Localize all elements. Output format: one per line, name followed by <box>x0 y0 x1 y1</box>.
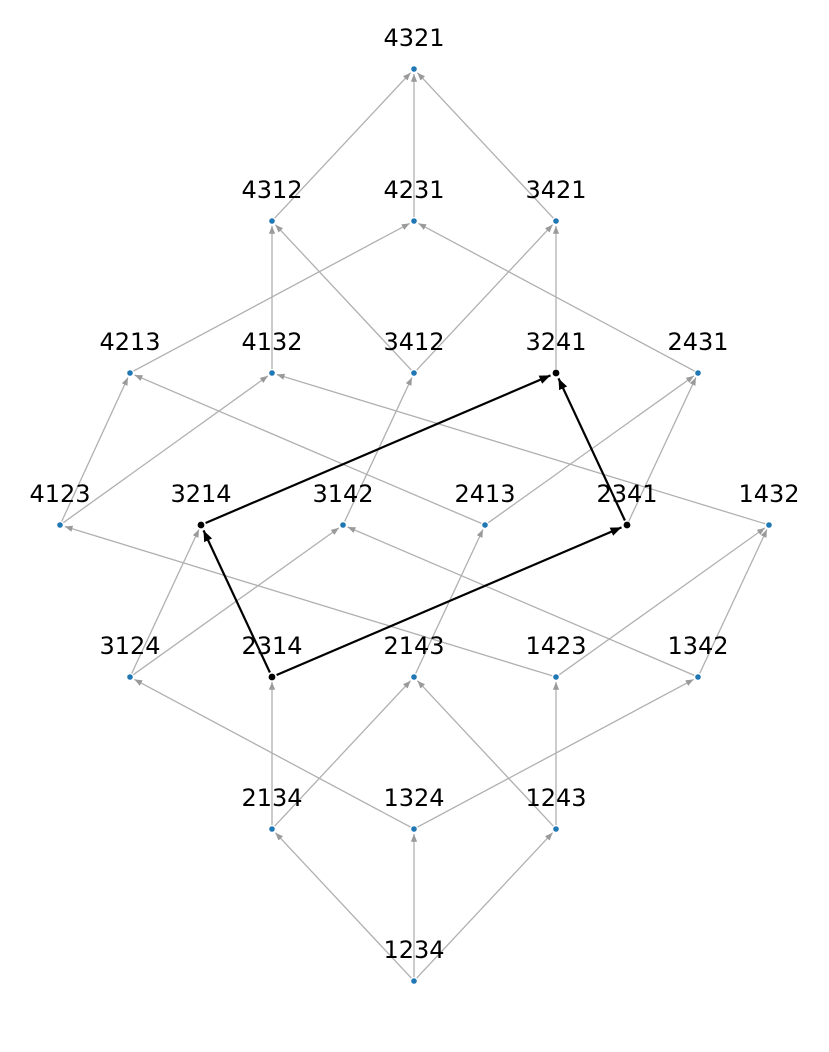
node-4213 <box>127 370 133 376</box>
node-label-4321: 4321 <box>383 24 444 52</box>
edge-3124-3214 <box>131 529 200 674</box>
node-2341 <box>623 521 631 529</box>
node-label-3412: 3412 <box>383 328 444 356</box>
node-2413 <box>482 522 488 528</box>
edge-1342-1432 <box>699 529 768 674</box>
node-label-1243: 1243 <box>525 784 586 812</box>
node-label-1234: 1234 <box>383 936 444 964</box>
edge-4123-4132 <box>62 375 269 524</box>
node-label-2143: 2143 <box>383 632 444 660</box>
node-1324 <box>411 826 417 832</box>
edge-4312-4321 <box>274 72 412 219</box>
node-label-1342: 1342 <box>667 632 728 660</box>
highlighted-edge-2341-3241 <box>557 377 626 521</box>
node-label-4123: 4123 <box>29 480 90 508</box>
node-4312 <box>269 218 275 224</box>
edge-1243-2143 <box>416 680 554 827</box>
edge-2413-4213 <box>134 374 482 524</box>
node-1234 <box>411 978 417 984</box>
node-label-1423: 1423 <box>525 632 586 660</box>
edge-4123-4213 <box>61 377 129 522</box>
node-3142 <box>340 522 346 528</box>
node-label-2431: 2431 <box>667 328 728 356</box>
edge-1234-2134 <box>274 832 412 979</box>
node-1342 <box>695 674 701 680</box>
node-label-1432: 1432 <box>738 480 799 508</box>
node-1432 <box>766 522 772 528</box>
labels-layer: 4321 4312 4231 3421 4213 4132 3412 3241 2431 4123… <box>29 24 799 964</box>
node-label-4231: 4231 <box>383 176 444 204</box>
highlighted-edge-3214-3241 <box>205 374 551 525</box>
node-label-4213: 4213 <box>99 328 160 356</box>
node-label-2341: 2341 <box>596 480 657 508</box>
edge-1423-4123 <box>64 525 553 677</box>
node-4321 <box>411 66 417 72</box>
node-2431 <box>695 370 701 376</box>
node-label-2413: 2413 <box>454 480 515 508</box>
node-label-4132: 4132 <box>241 328 302 356</box>
edge-2431-4231 <box>418 222 695 372</box>
node-3241 <box>552 369 560 377</box>
edge-1423-1432 <box>558 527 766 676</box>
node-label-3241: 3241 <box>525 328 586 356</box>
node-3124 <box>127 674 133 680</box>
nodes-layer <box>57 66 772 984</box>
node-4132 <box>269 370 275 376</box>
node-label-1324: 1324 <box>383 784 444 812</box>
node-label-3421: 3421 <box>525 176 586 204</box>
node-4123 <box>57 522 63 528</box>
edge-1342-3142 <box>347 526 695 676</box>
node-1423 <box>553 674 559 680</box>
highlighted-edge-2314-3214 <box>202 529 271 673</box>
edge-3412-3421 <box>416 224 554 371</box>
node-2314 <box>268 673 276 681</box>
edge-3421-4321 <box>416 72 554 219</box>
node-label-2134: 2134 <box>241 784 302 812</box>
node-1243 <box>553 826 559 832</box>
node-2134 <box>269 826 275 832</box>
node-label-3142: 3142 <box>312 480 373 508</box>
node-3214 <box>197 521 205 529</box>
node-label-3124: 3124 <box>99 632 160 660</box>
node-4231 <box>411 218 417 224</box>
node-label-4312: 4312 <box>241 176 302 204</box>
edge-2341-2431 <box>628 377 697 522</box>
node-label-3214: 3214 <box>170 480 231 508</box>
edge-3412-4312 <box>274 224 412 371</box>
highlighted-edge-2314-2341 <box>276 526 622 677</box>
node-3421 <box>553 218 559 224</box>
node-2143 <box>411 674 417 680</box>
edge-1432-4132 <box>276 373 766 525</box>
edges-layer <box>61 72 768 979</box>
node-label-2314: 2314 <box>241 632 302 660</box>
edge-1234-1243 <box>416 832 554 979</box>
edge-1324-3124 <box>134 678 411 828</box>
node-3412 <box>411 370 417 376</box>
edge-2134-2143 <box>274 680 412 827</box>
